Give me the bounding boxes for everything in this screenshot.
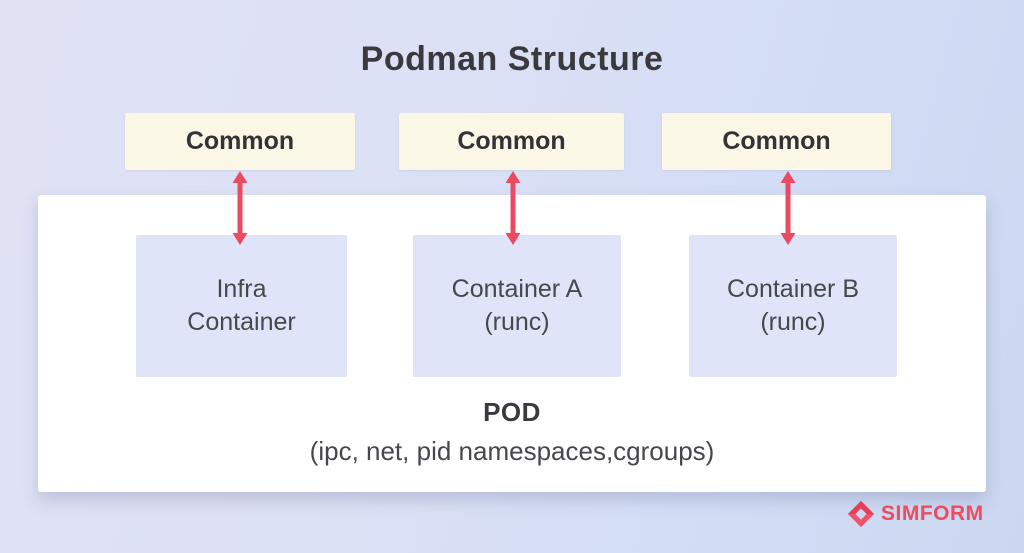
container-infra-line2: Container xyxy=(187,308,296,336)
container-a-line1: Container A xyxy=(451,275,583,303)
container-b-line1: Container B xyxy=(726,275,860,303)
common-box-3: Common xyxy=(662,113,891,170)
common-box-2-label: Common xyxy=(457,127,566,155)
pod-subtitle: (ipc, net, pid namespaces,cgroups) xyxy=(309,436,715,466)
brand-name: SIMFORM xyxy=(881,502,984,525)
diagram-title: Podman Structure xyxy=(360,40,664,78)
container-infra-line1: Infra xyxy=(216,275,267,303)
common-box-3-label: Common xyxy=(722,127,831,155)
container-box-a: Container A (runc) xyxy=(413,235,621,377)
simform-icon xyxy=(847,500,875,528)
container-b-line2: (runc) xyxy=(760,308,826,336)
common-box-1-label: Common xyxy=(185,127,295,155)
common-box-2: Common xyxy=(399,113,624,170)
container-box-infra: Infra Container xyxy=(136,235,347,377)
container-box-b: Container B (runc) xyxy=(689,235,897,377)
double-arrow-icon xyxy=(505,171,521,245)
container-a-line2: (runc) xyxy=(484,308,550,336)
pod-label: POD xyxy=(483,397,541,427)
common-box-1: Common xyxy=(125,113,355,170)
brand-logo: SIMFORM xyxy=(846,499,984,529)
double-arrow-icon xyxy=(232,171,248,245)
double-arrow-icon xyxy=(780,171,796,245)
